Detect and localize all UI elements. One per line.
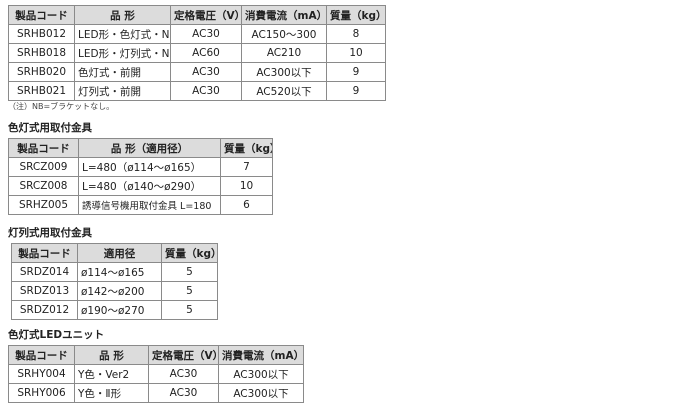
table-row: SRCZ009 L=480（ø114～ø165） 7 [8,157,273,177]
header-current: 消費電流（mA） [241,5,327,25]
header-product-code: 製品コード [11,243,78,263]
spec-table-led-unit: 製品コード 品 形 定格電圧（V） 消費電流（mA） SRHY004 Y色・Ve… [8,345,304,403]
header-product-code: 製品コード [8,138,79,158]
cell-product-code: SRDZ014 [11,262,78,282]
header-product-code: 製品コード [8,5,75,25]
cell-rated-voltage: AC30 [170,24,242,44]
table-header-row: 製品コード 適用径 質量（kg） [11,243,218,263]
cell-diameter: ø114～ø165 [77,262,162,282]
cell-product-type: 灯列式・前開 [74,81,171,101]
header-rated-voltage: 定格電圧（V） [170,5,242,25]
cell-product-code: SRHB020 [8,62,75,82]
cell-current: AC150～300 [241,24,327,44]
spec-table-row-light-bracket: 製品コード 適用径 質量（kg） SRDZ014 ø114～ø165 5 SRD… [11,243,218,320]
header-current: 消費電流（mA） [218,345,304,365]
cell-product-type: Y色・Ver2 [74,364,149,384]
cell-product-type: LED形・灯列式・NB [74,43,171,63]
cell-product-type: L=480（ø114～ø165） [78,157,221,177]
table-row: SRHY006 Y色・Ⅱ形 AC30 AC300以下 [8,383,304,403]
cell-mass: 10 [220,176,273,196]
cell-product-code: SRDZ013 [11,281,78,301]
section-title-led-unit: 色灯式LEDユニット [8,329,105,341]
header-product-code: 製品コード [8,345,75,365]
table-header-row: 製品コード 品 形 定格電圧（V） 消費電流（mA） 質量（kg） [8,5,386,25]
cell-product-code: SRHZ005 [8,195,79,215]
table-header-row: 製品コード 品 形（適用径） 質量（kg） [8,138,273,158]
spec-table-color-light-bracket: 製品コード 品 形（適用径） 質量（kg） SRCZ009 L=480（ø114… [8,138,273,215]
cell-rated-voltage: AC30 [170,81,242,101]
cell-product-code: SRHB021 [8,81,75,101]
cell-mass: 9 [326,62,386,82]
cell-current: AC300以下 [241,62,327,82]
table-row: SRHB021 灯列式・前開 AC30 AC520以下 9 [8,81,386,101]
cell-product-type: L=480（ø140～ø290） [78,176,221,196]
cell-mass: 5 [161,300,218,320]
table-row: SRHB018 LED形・灯列式・NB AC60 AC210 10 [8,43,386,63]
cell-diameter: ø190～ø270 [77,300,162,320]
cell-rated-voltage: AC30 [148,383,219,403]
cell-product-type: 色灯式・前開 [74,62,171,82]
cell-mass: 5 [161,281,218,301]
table-row: SRHB012 LED形・色灯式・NB AC30 AC150～300 8 [8,24,386,44]
cell-product-type: Y色・Ⅱ形 [74,383,149,403]
cell-product-code: SRDZ012 [11,300,78,320]
cell-current: AC210 [241,43,327,63]
header-product-type: 品 形 [74,345,149,365]
header-diameter: 適用径 [77,243,162,263]
cell-mass: 10 [326,43,386,63]
section-title-color-light-bracket: 色灯式用取付金具 [8,122,92,134]
table-row: SRDZ013 ø142～ø200 5 [11,281,218,301]
cell-product-code: SRHY004 [8,364,75,384]
table-note: （注）NB=ブラケットなし。 [8,102,115,111]
cell-current: AC300以下 [218,383,304,403]
table-row: SRHZ005 誘導信号機用取付金具 L=180 6 [8,195,273,215]
cell-mass: 8 [326,24,386,44]
cell-current: AC300以下 [218,364,304,384]
cell-rated-voltage: AC60 [170,43,242,63]
header-product-type: 品 形 [74,5,171,25]
cell-mass: 7 [220,157,273,177]
cell-product-code: SRHY006 [8,383,75,403]
cell-rated-voltage: AC30 [170,62,242,82]
cell-mass: 5 [161,262,218,282]
header-product-type: 品 形（適用径） [78,138,221,158]
header-mass: 質量（kg） [326,5,386,25]
cell-product-type: 誘導信号機用取付金具 L=180 [78,195,221,215]
table-row: SRDZ012 ø190～ø270 5 [11,300,218,320]
cell-diameter: ø142～ø200 [77,281,162,301]
cell-product-code: SRCZ009 [8,157,79,177]
spec-table-signals: 製品コード 品 形 定格電圧（V） 消費電流（mA） 質量（kg） SRHB01… [8,5,386,101]
cell-product-code: SRHB012 [8,24,75,44]
table-header-row: 製品コード 品 形 定格電圧（V） 消費電流（mA） [8,345,304,365]
header-mass: 質量（kg） [161,243,218,263]
cell-product-type: LED形・色灯式・NB [74,24,171,44]
table-row: SRDZ014 ø114～ø165 5 [11,262,218,282]
cell-product-code: SRCZ008 [8,176,79,196]
cell-mass: 9 [326,81,386,101]
cell-product-code: SRHB018 [8,43,75,63]
table-row: SRCZ008 L=480（ø140～ø290） 10 [8,176,273,196]
table-row: SRHB020 色灯式・前開 AC30 AC300以下 9 [8,62,386,82]
header-rated-voltage: 定格電圧（V） [148,345,219,365]
cell-mass: 6 [220,195,273,215]
table-row: SRHY004 Y色・Ver2 AC30 AC300以下 [8,364,304,384]
cell-rated-voltage: AC30 [148,364,219,384]
cell-current: AC520以下 [241,81,327,101]
section-title-row-light-bracket: 灯列式用取付金具 [8,227,92,239]
header-mass: 質量（kg） [220,138,273,158]
